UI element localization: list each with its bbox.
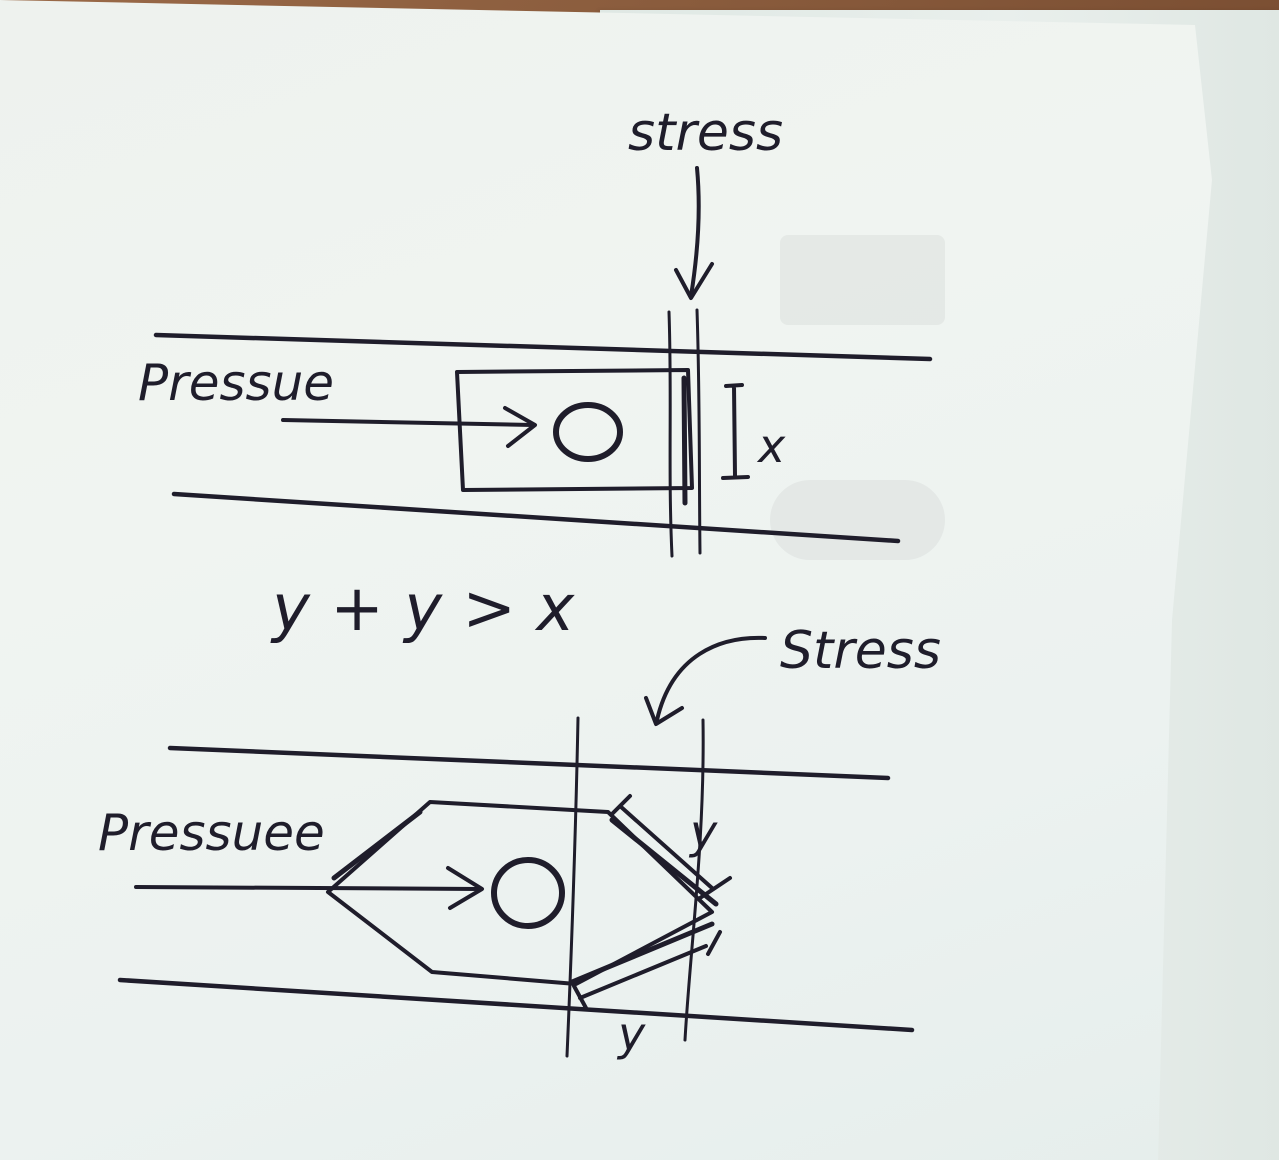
channel-top-wall bbox=[153, 332, 933, 362]
stress-label-top: stress bbox=[628, 103, 783, 163]
side-label-lower-y: y bbox=[616, 1007, 646, 1061]
stress-line-left bbox=[565, 716, 580, 1058]
deformed-block bbox=[326, 800, 714, 986]
deformed-block-front-face bbox=[609, 817, 719, 907]
pressure-arrowhead-top bbox=[503, 406, 537, 448]
lower-dimension-marker bbox=[572, 930, 722, 1010]
stress-label-bottom: Stress bbox=[780, 621, 941, 681]
bleed-through-mark bbox=[780, 235, 945, 325]
stress-arrow-top bbox=[689, 166, 701, 298]
stress-arrowhead-bottom bbox=[644, 696, 684, 726]
channel-top-wall bbox=[167, 745, 891, 781]
pressure-arrow-top bbox=[281, 418, 535, 427]
pressure-label-top: Pressue bbox=[138, 354, 334, 412]
object-circle-top bbox=[553, 402, 623, 462]
bottom-diagram bbox=[117, 635, 915, 1058]
stress-arrow-bottom bbox=[655, 635, 767, 722]
pressure-block bbox=[455, 368, 694, 492]
deformed-block-back-face bbox=[331, 809, 423, 881]
deformed-block-lower-face bbox=[569, 921, 715, 985]
top-diagram bbox=[153, 166, 933, 558]
stress-line-left bbox=[667, 310, 674, 558]
gap-label-x: x bbox=[756, 419, 786, 473]
object-circle-bottom bbox=[491, 857, 565, 929]
stress-arrowhead-top bbox=[674, 262, 714, 300]
equation-label: y + y > x bbox=[270, 572, 575, 646]
pressure-label-bottom: Pressuee bbox=[98, 804, 325, 862]
stress-line-right bbox=[695, 308, 702, 555]
block-front-face bbox=[681, 375, 688, 506]
pressure-arrow-bottom bbox=[134, 885, 482, 891]
channel-bottom-wall bbox=[171, 491, 901, 544]
bleed-through-mark bbox=[770, 480, 945, 560]
channel-bottom-wall bbox=[117, 977, 915, 1033]
side-label-upper-y: y bbox=[688, 805, 718, 859]
pressure-arrowhead-bottom bbox=[446, 866, 484, 910]
gap-dimension-marker bbox=[721, 383, 750, 480]
upper-dimension-marker bbox=[610, 794, 732, 900]
